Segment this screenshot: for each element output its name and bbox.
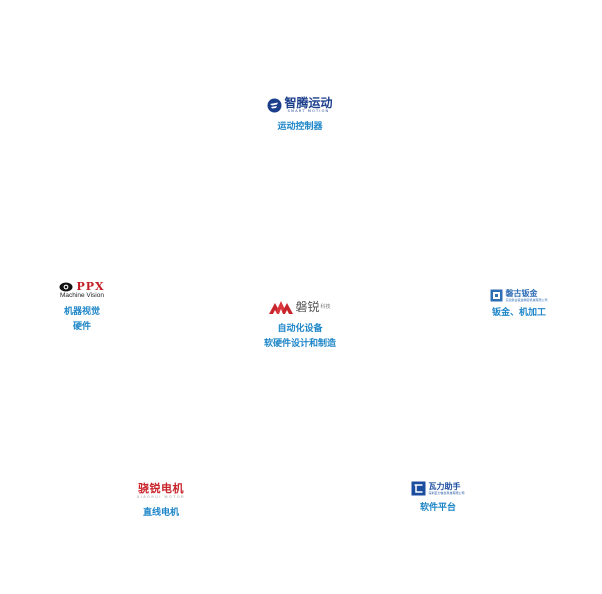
- motion-controller-caption: 运动控制器: [277, 122, 323, 132]
- automation-caption-line2: 软硬件设计和制造: [263, 339, 336, 349]
- node-linear-motor: 骁锐电机 XIAORUI MOTOR 直线电机: [122, 483, 200, 521]
- software-platform-caption: 软件平台: [419, 503, 456, 513]
- wali-box-icon: [411, 481, 426, 496]
- node-machine-vision: PPX Machine Vision 机器视觉 硬件: [40, 281, 124, 335]
- pangu-logo-sub: 东莞磐古钣金精密机械有限公司: [505, 298, 548, 302]
- xiaorui-logo-name: 骁锐电机: [138, 482, 184, 495]
- ppx-logo-name: PPX: [76, 280, 105, 293]
- panrui-mountain-icon: [269, 301, 294, 314]
- smart-motion-logo: 智腾运动 SMART MOTION: [248, 97, 352, 114]
- smart-motion-icon: [267, 98, 282, 113]
- automation-caption-line1: 自动化设备: [277, 324, 323, 334]
- panrui-logo: 磐锐 科技: [250, 300, 350, 314]
- eye-icon: [59, 282, 73, 291]
- node-automation-equipment: 磐锐 科技 自动化设备 软硬件设计和制造: [250, 300, 350, 352]
- node-sheet-metal: 磐古钣金 东莞磐古钣金精密机械有限公司 钣金、机加工: [480, 289, 558, 321]
- wali-logo: 瓦力助手 深圳瓦力信息科技有限公司: [398, 481, 478, 496]
- wali-logo-sub: 深圳瓦力信息科技有限公司: [428, 491, 465, 495]
- pangu-square-icon: [490, 289, 503, 302]
- panrui-logo-name: 磐锐: [295, 300, 320, 314]
- ppx-logo-sub: Machine Vision: [60, 292, 104, 299]
- machine-vision-caption-line2: 硬件: [72, 322, 91, 332]
- sheet-metal-caption: 钣金、机加工: [491, 308, 546, 318]
- wali-logo-name: 瓦力助手: [428, 482, 461, 491]
- node-software-platform: 瓦力助手 深圳瓦力信息科技有限公司 软件平台: [398, 481, 478, 516]
- smart-motion-logo-name: 智腾运动: [284, 96, 333, 110]
- ppx-logo: PPX: [40, 281, 124, 292]
- pangu-logo-name: 磐古钣金: [505, 289, 538, 298]
- xiaorui-logo-sub: XIAORUI MOTOR: [136, 495, 186, 499]
- pangu-logo: 磐古钣金 东莞磐古钣金精密机械有限公司: [480, 289, 558, 302]
- panrui-logo-tag: 科技: [320, 303, 331, 310]
- linear-motor-caption: 直线电机: [142, 508, 179, 518]
- smart-motion-logo-sub: SMART MOTION: [287, 109, 330, 113]
- machine-vision-caption-line1: 机器视觉: [63, 307, 100, 317]
- node-motion-controller: 智腾运动 SMART MOTION 运动控制器: [248, 97, 352, 135]
